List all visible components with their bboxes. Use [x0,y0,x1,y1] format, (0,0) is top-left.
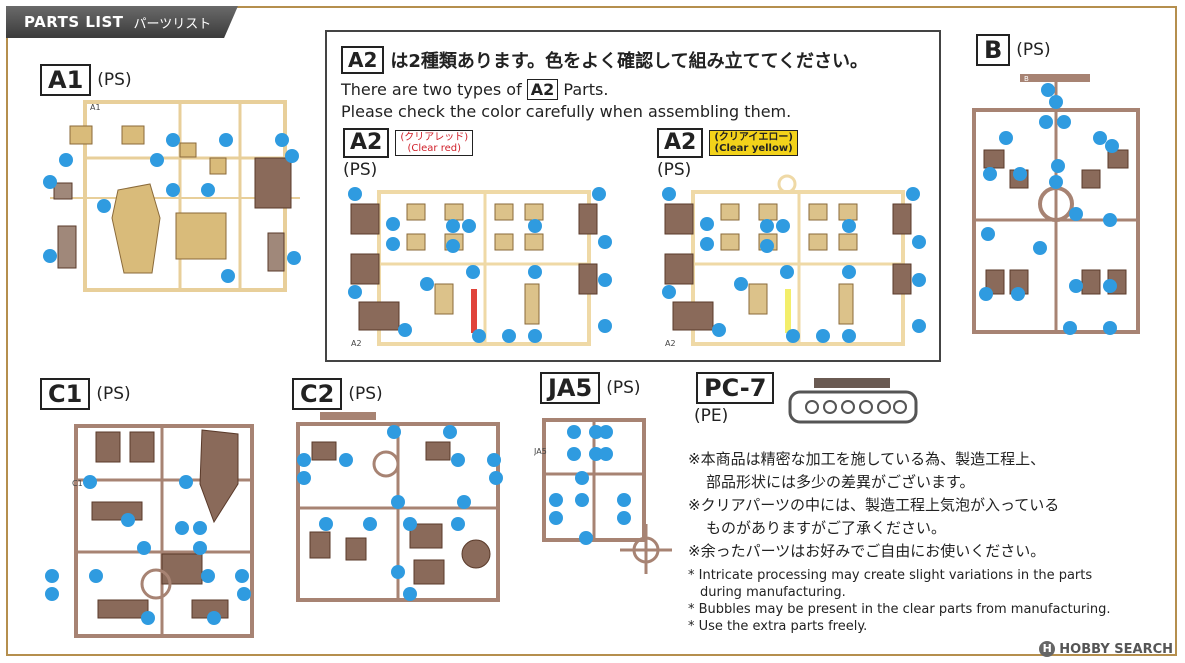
sprue-ja5-diagram: JA5 [534,418,672,574]
sprue-pc7-label: PC-7 [696,372,775,404]
sprue-c1-tag: C1 [72,479,83,488]
a2-yellow-tag-en: (Clear yellow) [714,143,793,154]
sprue-b-diagram: B [972,74,1140,335]
sprue-ja5-tag: JA5 [534,447,547,456]
sprue-a1-diagram: A1 [43,100,301,292]
note-en-2: * Bubbles may be present in the clear pa… [688,602,1111,617]
sprue-pc7-material: (PE) [694,406,729,426]
sprue-c2-label: C2 (PS) [292,378,383,410]
sprue-pc7-code: PC-7 [696,372,775,404]
sprue-a2-yellow-tag: A2 [665,339,676,348]
note-en-1a: * Intricate processing may create slight… [688,568,1093,583]
a2-headline-code: A2 [341,46,385,74]
note-jp-3: ※余ったパーツはお好みでご自由にお使いください。 [688,542,1046,560]
a2-en-line1-post: Parts. [563,80,609,99]
sprue-c2-diagram [296,412,503,602]
sprue-a2-yellow-diagram: A2 [662,174,926,348]
watermark: H HOBBY SEARCH [1039,641,1173,657]
a2-yellow-tag: (クリアイエロー) (Clear yellow) [709,130,798,156]
sprue-a1-label: A1 (PS) [40,64,132,96]
note-en-1b: during manufacturing. [700,585,846,600]
note-jp-1b: 部品形状には多少の差異がございます。 [706,473,975,491]
sprue-a1-code: A1 [40,64,92,96]
a2-yellow-material: (PS) [657,160,692,180]
a2-yellow-tag-ja: (クリアイエロー) [714,132,793,143]
a2-en-line1-pre: There are two types of [341,80,522,99]
sprue-ja5-material: (PS) [606,378,641,398]
sprue-a1-material: (PS) [97,70,132,90]
sprue-a2-red-diagram: A2 [348,187,612,348]
sprue-b-code: B [976,34,1011,66]
sprue-c2-material: (PS) [348,384,383,404]
sprue-a1-tag: A1 [90,103,101,112]
a2-red-tag: (クリアレッド) (Clear red) [395,130,474,156]
note-jp-2a: ※クリアパーツの中には、製造工程上気泡が入っている [688,496,1060,514]
note-jp-2b: ものがありますがご了承ください。 [706,519,947,537]
a2-en-line1-code: A2 [526,79,559,100]
a2-red-material: (PS) [343,160,378,180]
a2-red-tag-ja: (クリアレッド) [400,132,469,143]
sprue-c1-label: C1 (PS) [40,378,131,410]
watermark-text: HOBBY SEARCH [1059,641,1173,657]
sprue-b-tag: B [1024,75,1029,83]
a2-yellow-label: A2 (クリアイエロー) (Clear yellow) [657,128,798,158]
sprue-c1-material: (PS) [96,384,131,404]
notes-block: ※本商品は精密な加工を施している為、製造工程上、 部品形状には多少の差異がござい… [688,448,1168,635]
banner-title-ja: パーツリスト [133,16,212,32]
a2-red-label: A2 (クリアレッド) (Clear red) [343,128,474,158]
banner-title-en: PARTS LIST [24,13,124,31]
sprue-c1-diagram: C1 [45,424,254,638]
a2-en-line1: There are two types of A2 Parts. [341,79,609,100]
a2-headline: A2 は2種類あります。色をよく確認して組み立ててください。 [341,46,868,74]
note-jp-1a: ※本商品は精密な加工を施している為、製造工程上、 [688,450,1046,468]
a2-red-tag-en: (Clear red) [407,143,462,154]
sprue-b-label: B (PS) [976,34,1051,66]
note-en-3: * Use the extra parts freely. [688,619,868,634]
a2-headline-text: は2種類あります。色をよく確認して組み立ててください。 [390,51,869,72]
sprue-ja5-code: JA5 [540,372,601,404]
a2-en-line2: Please check the color carefully when as… [341,102,792,121]
parts-list-banner: PARTS LIST パーツリスト [6,6,238,38]
a2-red-code: A2 [343,128,390,158]
sprue-ja5-label: JA5 (PS) [540,372,641,404]
watermark-logo-icon: H [1039,641,1056,657]
sprue-a2-red-tag: A2 [351,339,362,348]
page-border [6,6,1177,656]
a2-yellow-code: A2 [657,128,704,158]
sprue-c1-code: C1 [40,378,91,410]
sprue-c2-code: C2 [292,378,343,410]
sprue-pc7-diagram [788,378,918,424]
a2-callout: A2 は2種類あります。色をよく確認して組み立ててください。 There are… [325,30,941,362]
sprue-b-material: (PS) [1016,40,1051,60]
